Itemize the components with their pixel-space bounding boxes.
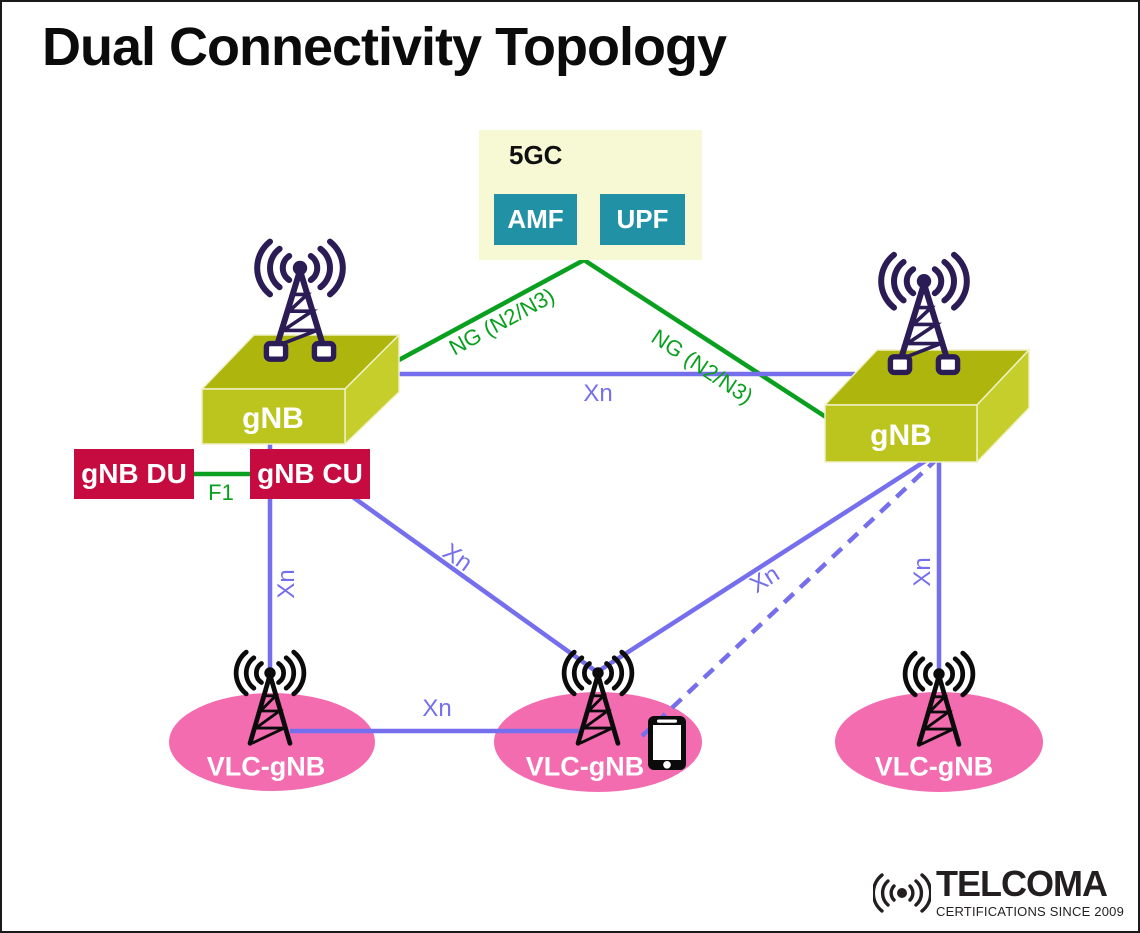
- gnb-du-label: gNB DU: [81, 458, 187, 489]
- vlc-right-label: VLC-gNB: [874, 751, 994, 782]
- smartphone-icon: [648, 716, 686, 770]
- upf-label: UPF: [616, 204, 669, 234]
- vlc-right-coverage-ellipse: [835, 692, 1043, 792]
- dual-connectivity-dashed-line: [640, 456, 940, 738]
- gnb-left-label: gNB: [242, 402, 304, 435]
- gnb-right-box: [823, 348, 1031, 464]
- xn-gnb-gnb-link-label: Xn: [583, 380, 613, 407]
- gnb-du-box: gNB DU: [74, 449, 194, 499]
- vlc-left-coverage-ellipse: [169, 693, 375, 791]
- xn-gnbright-vlcright-link-label: Xn: [909, 557, 936, 587]
- amf-label: AMF: [507, 204, 564, 234]
- radio-waves-icon: [872, 872, 931, 913]
- gnb-cu-label: gNB CU: [257, 458, 363, 489]
- gnb-left-box: [200, 333, 401, 446]
- upf-box: UPF: [600, 194, 685, 245]
- logo-tagline: CERTIFICATIONS SINCE 2009: [935, 904, 1124, 919]
- page-title: Dual Connectivity Topology: [42, 17, 727, 77]
- xn-gnbright-vlcmid-line: [595, 456, 932, 674]
- telcoma-logo: TELCOMA CERTIFICATIONS SINCE 2009: [872, 863, 1124, 919]
- vlc-left-label: VLC-gNB: [206, 751, 326, 782]
- logo-name: TELCOMA: [935, 863, 1108, 904]
- core-5gc-box: 5GC AMF UPF: [479, 130, 702, 260]
- ng-links-line: [395, 257, 834, 423]
- vlc-mid-label: VLC-gNB: [525, 751, 645, 782]
- gnb-right-label: gNB: [870, 419, 932, 452]
- xn-cu-vlcmid-line: [348, 493, 599, 674]
- amf-box: AMF: [494, 194, 577, 245]
- xn-cu-vlcleft-link-label: Xn: [273, 569, 300, 599]
- f1-link-label: F1: [208, 480, 234, 505]
- gnb-cu-box: gNB CU: [250, 449, 370, 499]
- xn-vlc-vlc-link-label: Xn: [422, 695, 452, 722]
- core-5gc-label: 5GC: [509, 140, 563, 170]
